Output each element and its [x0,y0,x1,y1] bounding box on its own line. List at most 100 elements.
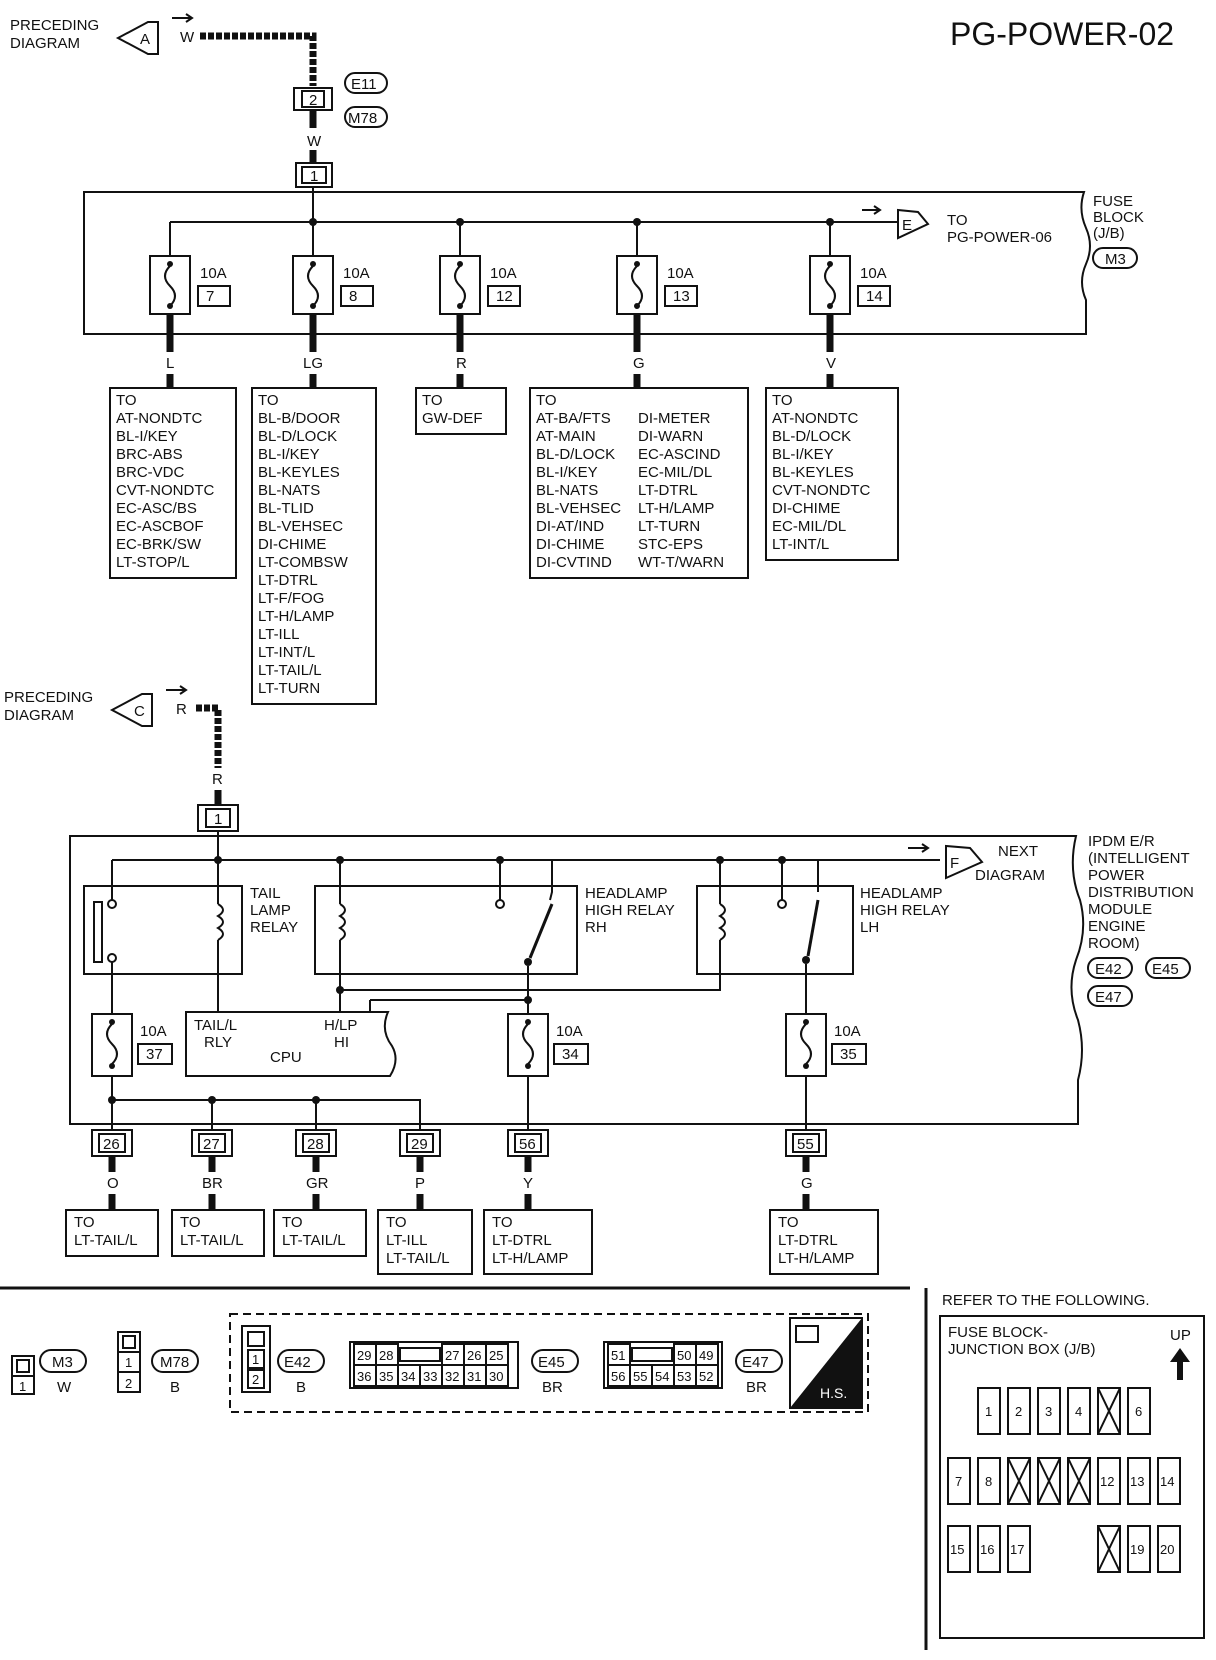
ipdm-name-3: POWER [1088,867,1145,884]
fuse-amp: 10A [140,1023,167,1040]
connector-pin: 32 [445,1369,459,1384]
next-diagram-line2: DIAGRAM [975,867,1045,884]
svg-text:BR: BR [542,1379,563,1396]
destination-line: LT-ILL [386,1232,427,1249]
destination-box-2[interactable]: TOBL-B/DOORBL-D/LOCKBL-I/KEYBL-KEYLESBL-… [251,387,377,705]
svg-text:M78: M78 [160,1354,189,1371]
fuse-slot-4: 4 [1067,1387,1091,1435]
svg-text:2: 2 [1015,1404,1022,1419]
fuse-amp: 10A [490,265,517,282]
output-pin-56: 56Y [507,1129,549,1210]
svg-text:W: W [57,1379,72,1396]
connector-m78: 1 2 M78 B [117,1331,199,1396]
destination-line: DI-AT/IND [536,518,604,535]
destination-line: LT-DTRL [638,482,698,499]
next-diagram-marker[interactable]: F [945,844,984,880]
destination-box-1[interactable]: TOAT-NONDTCBL-I/KEYBRC-ABSBRC-VDCCVT-NON… [109,387,237,579]
refer-up: UP [1170,1327,1191,1344]
ipdm-outline [69,835,1085,1125]
svg-text:E47: E47 [742,1354,769,1371]
pin-number: 27 [203,1136,220,1153]
connector-pin: 27 [445,1348,459,1363]
connector-pin: 33 [423,1369,437,1384]
destination-line: TO [536,392,557,409]
destination-line: DI-METER [638,410,711,427]
destination-line: LT-DTRL [778,1232,838,1249]
destination-line: TO [422,392,443,409]
svg-text:17: 17 [1010,1542,1024,1557]
unused-fuse-slot [1067,1457,1091,1505]
ipdm-input-pin: 1 [197,804,239,832]
preceding-diagram-c[interactable]: PRECEDING DIAGRAM C R [4,685,188,727]
svg-text:1: 1 [310,168,318,185]
fuse-number: 13 [673,288,690,305]
to-pg-power-06-line1: TO [947,212,968,229]
ecm-connector-group [229,1313,869,1413]
page-title: PG-POWER-02 [950,16,1174,52]
destination-line: LT-DTRL [258,572,318,589]
fuse-slot-2: 2 [1007,1387,1031,1435]
preceding-diagram-a[interactable]: PRECEDING DIAGRAM A W [10,13,195,55]
destination-line: WT-T/WARN [638,554,724,571]
destination-line: BL-VEHSEC [536,500,621,517]
fuse-block-name-1: FUSE [1093,193,1133,210]
wire-color: BR [202,1175,223,1192]
destination-line: LT-F/FOG [258,590,324,607]
destination-line: GW-DEF [422,410,483,427]
svg-text:3: 3 [1045,1404,1052,1419]
wire-w-top [200,32,317,86]
fuse-amp: 10A [556,1023,583,1040]
destination-line: LT-H/LAMP [638,500,714,517]
fuse-slot-6: 6 [1127,1387,1151,1435]
svg-text:H.S.: H.S. [820,1385,847,1401]
svg-text:16: 16 [980,1542,994,1557]
destination-line: EC-MIL/DL [638,464,712,481]
preceding-a-label-line1: PRECEDING [10,17,99,34]
connector-pin: 54 [655,1369,669,1384]
ipdm-name-5: MODULE [1088,901,1152,918]
svg-text:E42: E42 [284,1354,311,1371]
e11-wire-color: W [307,133,322,150]
svg-text:8: 8 [985,1474,992,1489]
svg-text:1: 1 [214,811,222,828]
destination-box-5[interactable]: TOAT-NONDTCBL-D/LOCKBL-I/KEYBL-KEYLESCVT… [765,387,899,561]
wire-color: G [801,1175,813,1192]
svg-text:7: 7 [955,1474,962,1489]
output-pin-55: 55G [785,1129,827,1210]
connector-pin: 51 [611,1348,625,1363]
connector-pin: 28 [379,1348,393,1363]
connector-pin: 30 [489,1369,503,1384]
preceding-c-color: R [176,701,187,718]
destination-box-4[interactable]: TOAT-BA/FTSAT-MAINBL-D/LOCKBL-I/KEYBL-NA… [529,387,749,579]
next-marker: F [950,855,959,872]
wire-color: O [107,1175,119,1192]
connector-pin: 25 [489,1348,503,1363]
preceding-a-marker: A [140,31,150,48]
destination-line: LT-TURN [638,518,700,535]
destination-line: EC-ASCBOF [116,518,204,535]
ipdm-name-6: ENGINE [1088,918,1146,935]
destination-line: LT-TURN [258,680,320,697]
rh-relay-label-3: RH [585,919,607,936]
to-pg-power-06-marker[interactable]: E [897,208,930,240]
destination-line: EC-ASCIND [638,446,721,463]
fuse-slot-3: 3 [1037,1387,1061,1435]
connector-pin: 56 [611,1369,625,1384]
ipdm-name-7: ROOM) [1088,935,1140,952]
destination-line: BRC-VDC [116,464,185,481]
destination-line: BL-I/KEY [116,428,178,445]
destination-line: BL-VEHSEC [258,518,343,535]
pin-number: 26 [103,1136,120,1153]
destination-line: AT-NONDTC [772,410,859,427]
destination-line: BL-TLID [258,500,314,517]
destination-line: TO [180,1214,201,1231]
